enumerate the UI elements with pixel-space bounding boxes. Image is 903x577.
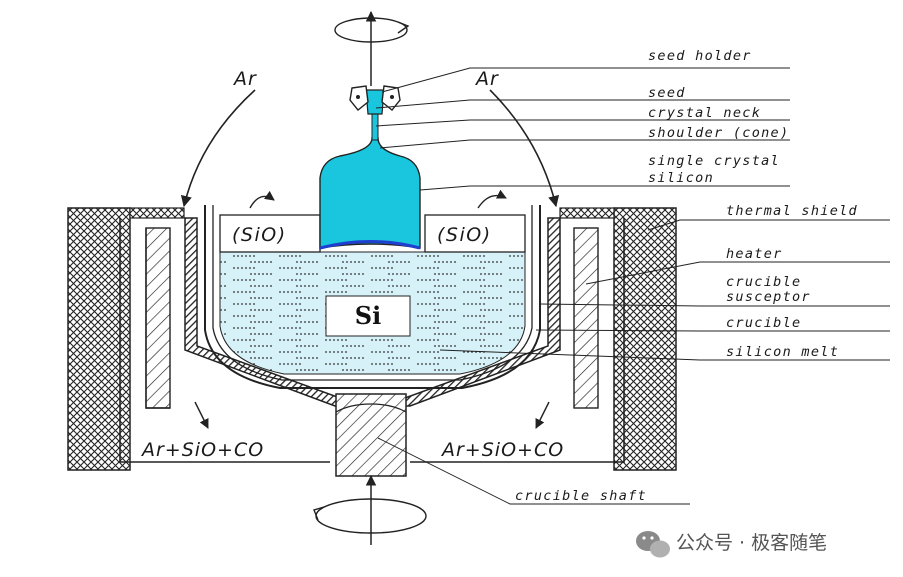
sio-region: (SiO) (SiO) (219, 214, 526, 253)
label-crucible: crucible (726, 315, 801, 331)
chamber-walls (119, 218, 625, 463)
seed-holder (349, 85, 401, 111)
crucible (204, 205, 541, 389)
sio-right-label: (SiO) (437, 224, 492, 246)
label-thermal-shield: thermal shield (726, 203, 858, 219)
label-crucible-susceptor-2: susceptor (726, 289, 811, 305)
sio-left-label: (SiO) (232, 224, 287, 246)
label-single-crystal-2: silicon (648, 170, 714, 186)
crucible-rotation-arrow (313, 474, 427, 545)
crucible-shaft (335, 393, 407, 477)
label-single-crystal-1: single crystal (648, 153, 780, 169)
label-crucible-susceptor-1: crucible (726, 274, 801, 290)
labels: seed holder seed crystal neck shoulder (… (515, 48, 858, 504)
exhaust-label-right: Ar+SiO+CO (440, 439, 564, 461)
pull-rotation-arrow (334, 10, 410, 86)
label-crucible-shaft: crucible shaft (515, 488, 647, 504)
sio-swirl-arrows (249, 189, 507, 209)
silicon-melt: Si (219, 251, 526, 375)
heater (145, 227, 599, 409)
watermark: 公众号 · 极客随笔 (636, 531, 827, 558)
argon-label-left: Ar (232, 68, 257, 90)
si-label: Si (355, 301, 381, 330)
argon-inflow-arrows (180, 89, 560, 208)
leader-lines (375, 67, 890, 505)
exhaust-arrows (194, 401, 550, 429)
argon-label-right: Ar (474, 68, 499, 90)
exhaust-label-left: Ar+SiO+CO (140, 439, 264, 461)
single-crystal-ingot (319, 137, 421, 250)
label-seed-holder: seed holder (648, 48, 752, 64)
crucible-susceptor (184, 217, 561, 407)
label-shoulder: shoulder (cone) (648, 125, 789, 141)
wechat-icon (636, 531, 670, 558)
si-label-box (325, 295, 411, 337)
label-seed: seed (648, 85, 686, 101)
watermark-text: 公众号 · 极客随笔 (676, 532, 827, 554)
label-silicon-melt: silicon melt (726, 344, 839, 360)
label-heater: heater (726, 246, 783, 262)
label-crystal-neck: crystal neck (648, 105, 761, 121)
